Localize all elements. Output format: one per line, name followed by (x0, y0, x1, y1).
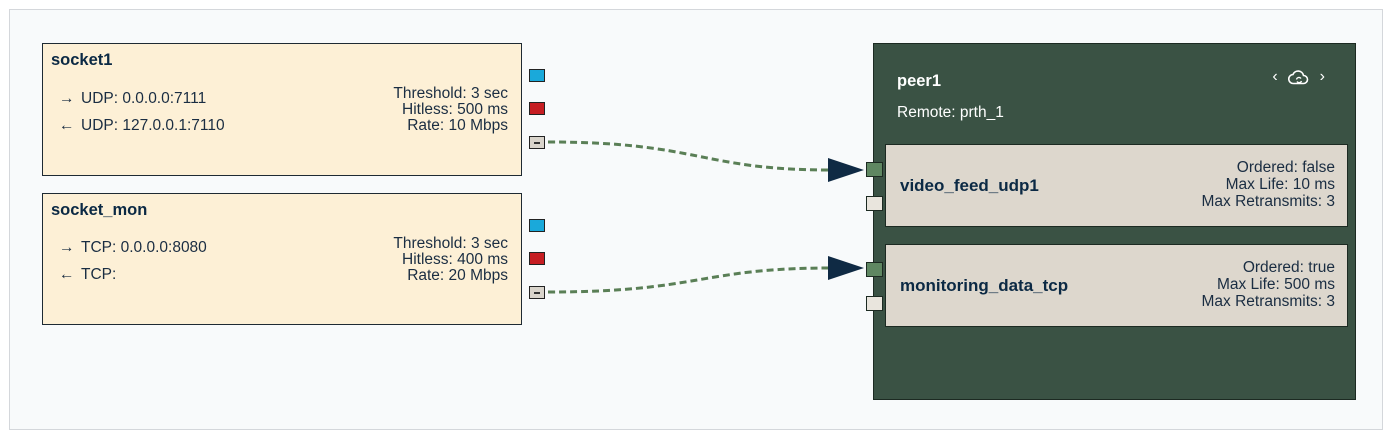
socket_mon-port-blue[interactable] (529, 219, 545, 232)
peer-remote: Remote: prth_1 (897, 104, 1004, 121)
threshold-label: Threshold: 3 sec (393, 85, 508, 102)
arrow-right-icon: → (59, 90, 75, 107)
arrow-left-icon: ← (59, 266, 75, 283)
socket1-port-red[interactable] (529, 102, 545, 115)
arrow-right-icon: → (59, 239, 75, 256)
socket-outbound-line: → UDP: 0.0.0.0:7111 (59, 90, 206, 108)
channel-params: Ordered: true Max Life: 500 ms Max Retra… (1201, 259, 1335, 310)
max-retransmits-label: Max Retransmits: 3 (1201, 193, 1335, 210)
max-retransmits-label: Max Retransmits: 3 (1201, 293, 1335, 310)
socket-node-socket1[interactable]: socket1 → UDP: 0.0.0.0:7111 ← UDP: 127.0.0… (42, 43, 522, 176)
ordered-label: Ordered: false (1236, 159, 1335, 176)
threshold-label: Threshold: 3 sec (393, 235, 508, 252)
monitoring_data_tcp-output-port[interactable] (866, 296, 883, 311)
channel-monitoring_data_tcp[interactable]: monitoring_data_tcp Ordered: true Max Li… (885, 244, 1348, 327)
socket1-port-blue[interactable] (529, 69, 545, 82)
inbound-address: UDP: 127.0.0.1:7110 (81, 117, 225, 134)
max-life-label: Max Life: 500 ms (1216, 276, 1335, 293)
peer-title: peer1 (897, 72, 942, 90)
hitless-label: Hitless: 400 ms (402, 251, 508, 268)
socket-title: socket_mon (51, 201, 148, 219)
inbound-address: TCP: (81, 266, 117, 283)
video_feed_udp1-input-port[interactable] (866, 162, 883, 177)
socket-inbound-line: ← TCP: (59, 266, 116, 284)
wire-socket1-to-video_feed_udp1 (547, 140, 831, 172)
channel-name: video_feed_udp1 (900, 176, 1039, 195)
socket-params: Threshold: 3 sec Hitless: 400 ms Rate: 2… (393, 236, 508, 284)
cloud-sync-icon[interactable] (1287, 68, 1310, 86)
rate-label: Rate: 20 Mbps (407, 267, 508, 284)
peer-node-peer1[interactable]: peer1 Remote: prth_1 ‹ › video_feed_udp1… (873, 43, 1356, 400)
chevron-left-icon[interactable]: ‹ (1272, 68, 1278, 85)
monitoring_data_tcp-input-port[interactable] (866, 262, 883, 277)
wire-socket_mon-to-monitoring_data_tcp (547, 266, 831, 294)
chevron-right-icon[interactable]: › (1319, 68, 1325, 85)
socket-node-socket_mon[interactable]: socket_mon → TCP: 0.0.0.0:8080 ← TCP: Thre… (42, 193, 522, 325)
peer-nav: ‹ › (1272, 68, 1325, 86)
socket_mon-port-red[interactable] (529, 252, 545, 265)
ordered-label: Ordered: true (1242, 259, 1335, 276)
socket-outbound-line: → TCP: 0.0.0.0:8080 (59, 239, 207, 257)
outbound-address: UDP: 0.0.0.0:7111 (81, 90, 207, 107)
arrowhead-icon (828, 158, 864, 182)
arrow-left-icon: ← (59, 117, 75, 134)
hitless-label: Hitless: 500 ms (402, 101, 508, 118)
socket_mon-port-output[interactable] (529, 286, 545, 299)
channel-video_feed_udp1[interactable]: video_feed_udp1 Ordered: false Max Life:… (885, 144, 1348, 227)
socket-title: socket1 (51, 51, 113, 69)
max-life-label: Max Life: 10 ms (1225, 176, 1335, 193)
channel-name: monitoring_data_tcp (900, 276, 1069, 295)
rate-label: Rate: 10 Mbps (407, 117, 508, 134)
channel-params: Ordered: false Max Life: 10 ms Max Retra… (1201, 159, 1335, 210)
socket1-port-output[interactable] (529, 136, 545, 149)
outbound-address: TCP: 0.0.0.0:8080 (81, 239, 207, 256)
arrowhead-icon (828, 256, 864, 280)
socket-inbound-line: ← UDP: 127.0.0.1:7110 (59, 117, 225, 135)
socket-params: Threshold: 3 sec Hitless: 500 ms Rate: 1… (393, 86, 508, 134)
video_feed_udp1-output-port[interactable] (866, 196, 883, 211)
